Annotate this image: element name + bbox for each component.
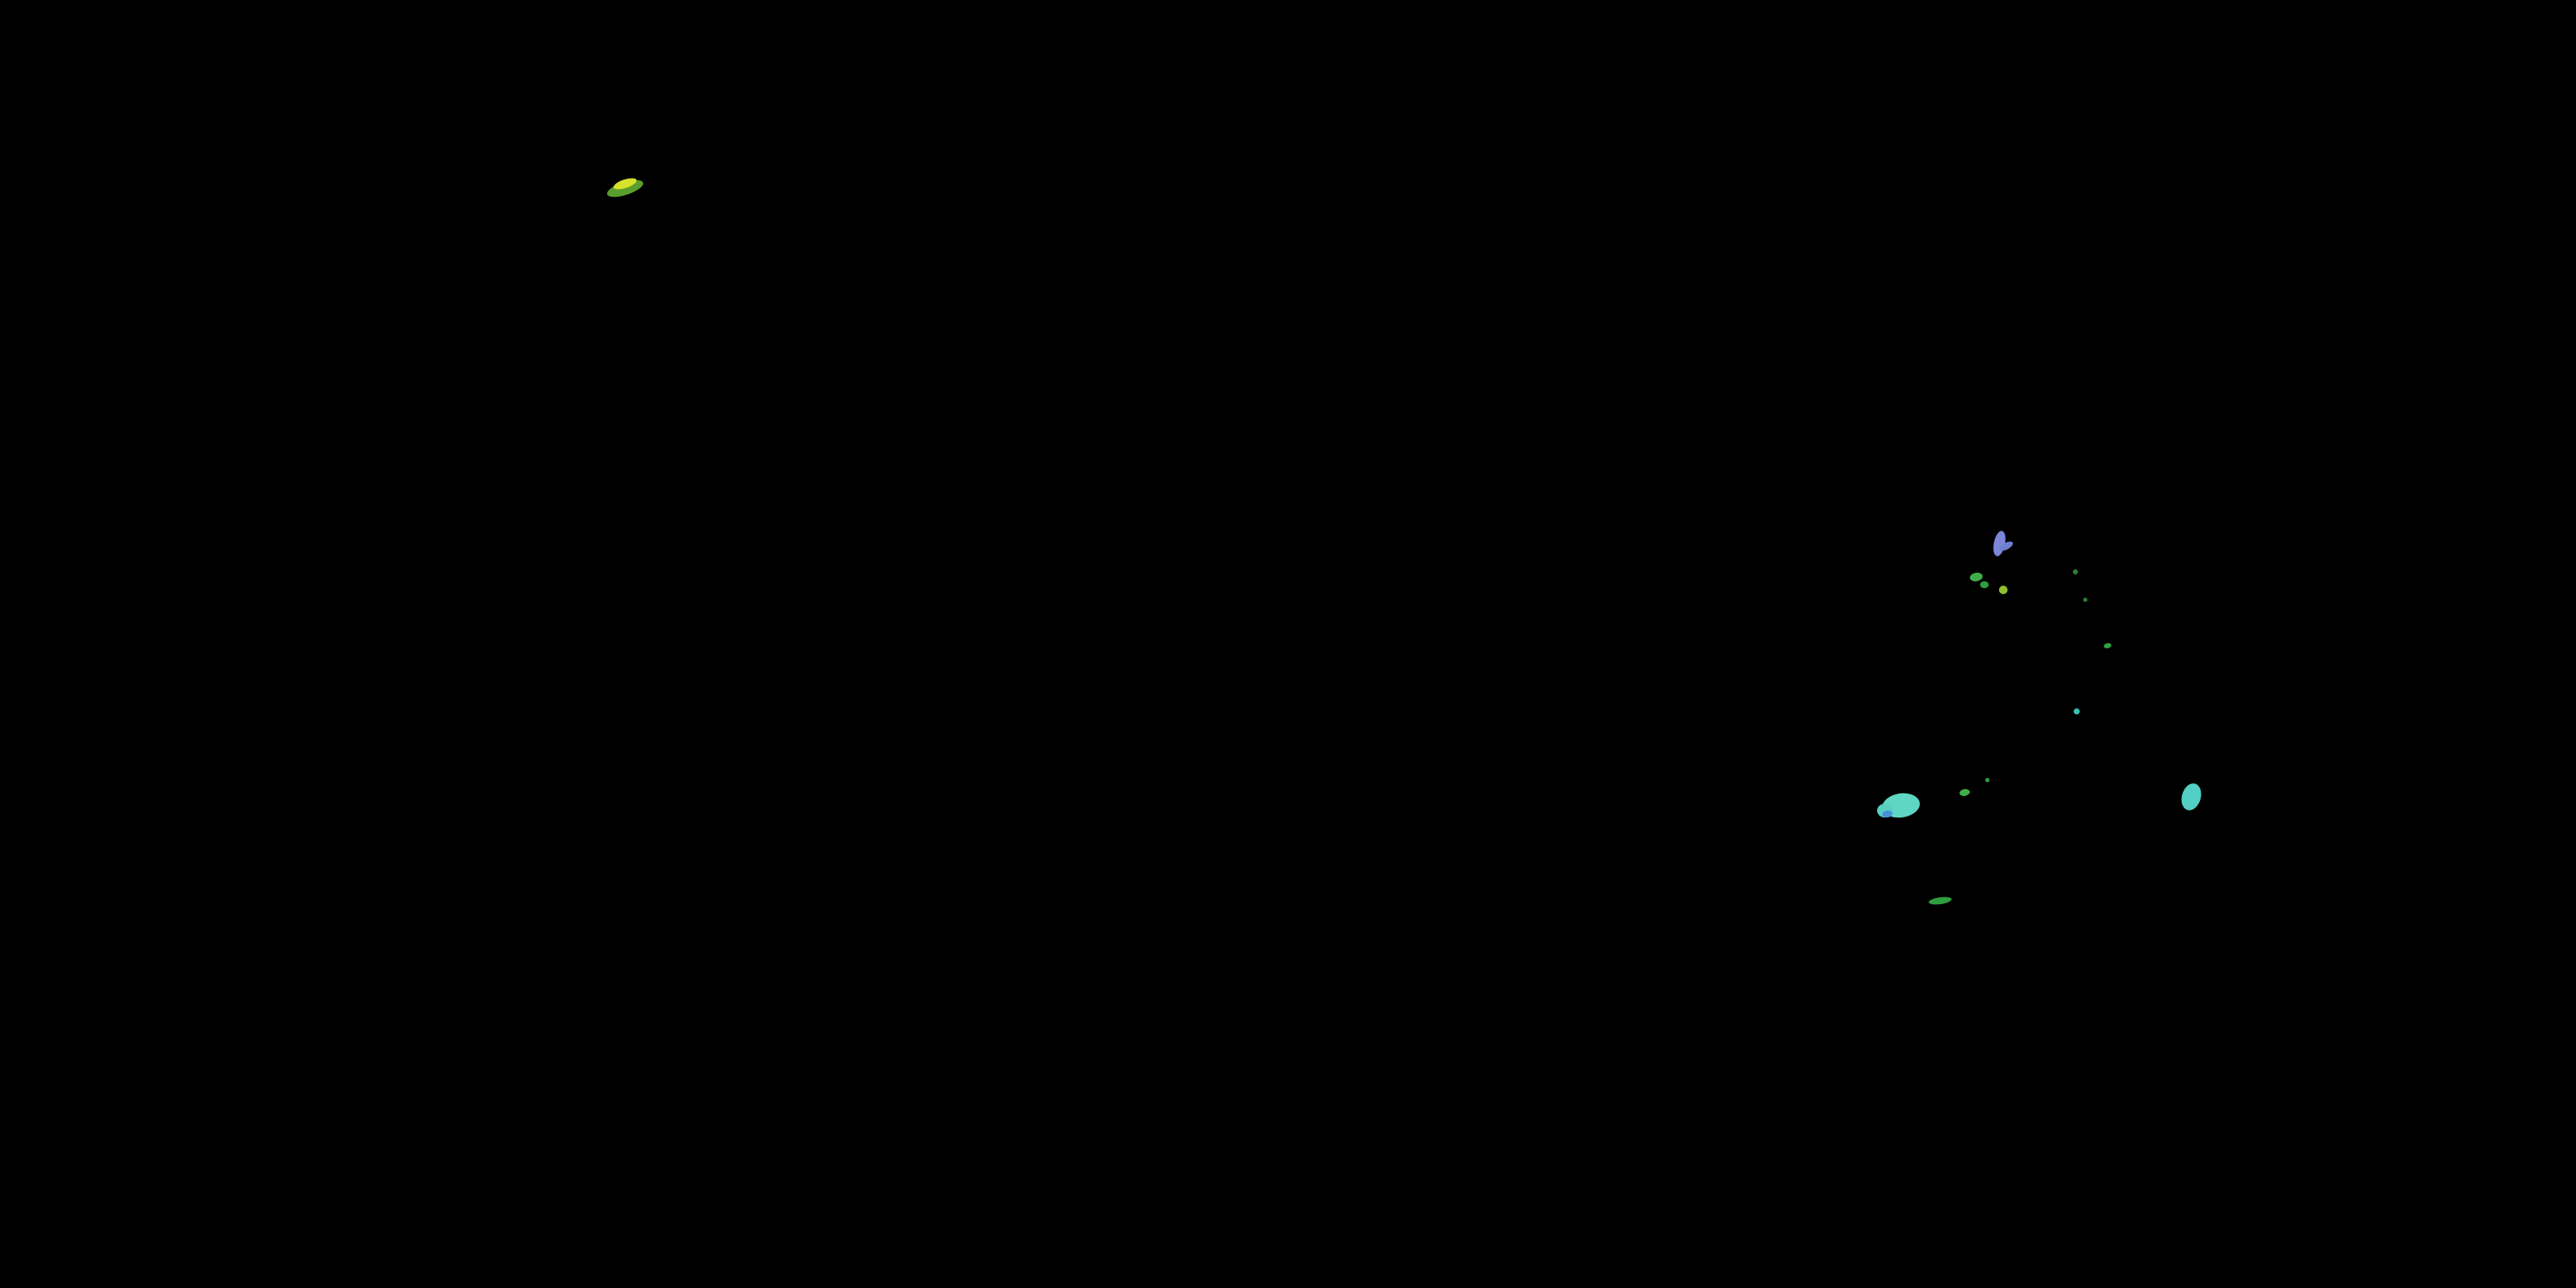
- region-cyan-blob-east: [2178, 781, 2204, 813]
- region-darkgreen-dot-north: [2073, 569, 2078, 574]
- region-green-speck-near-blob: [1959, 788, 1971, 797]
- region-cyan-dot-small: [2074, 708, 2080, 714]
- region-green-dot-tiny: [1985, 778, 1990, 782]
- region-green-strip-south: [1928, 896, 1953, 906]
- region-yellowgreen-speck: [1999, 586, 2008, 594]
- region-green-cluster-b: [1980, 581, 1989, 588]
- region-darkgreen-dot-mid: [2083, 598, 2087, 602]
- region-green-speck-east: [2103, 642, 2112, 649]
- region-green-cluster-a: [1969, 571, 1984, 583]
